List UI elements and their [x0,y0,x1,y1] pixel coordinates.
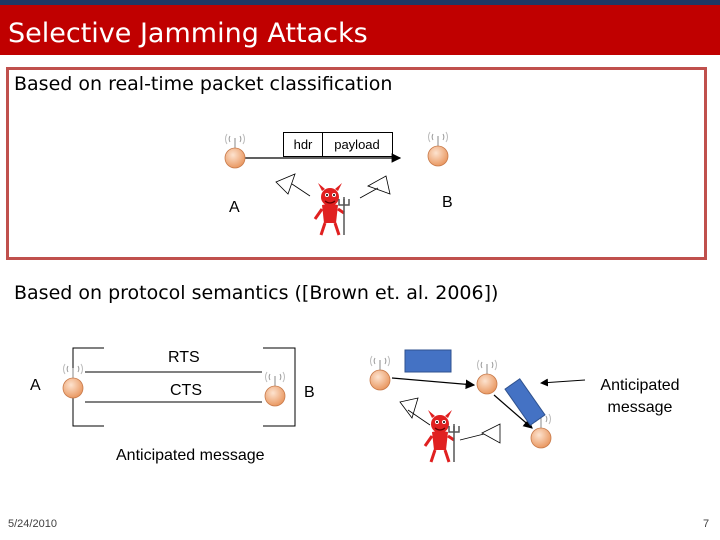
sensor-node-icon [476,359,498,395]
section2-heading: Based on protocol semantics ([Brown et. … [14,282,499,304]
anticipated-message-left: Anticipated message [116,447,265,464]
message-block [504,378,546,426]
signal-cone-icon [459,423,501,444]
anticipated-arrow [540,378,586,387]
bottom-node-a-label: A [30,377,41,394]
link-arrow [493,394,533,429]
link-arrow [391,377,476,390]
message-block [404,349,452,373]
sensor-node-icon [224,133,246,169]
sensor-node-icon [264,371,286,407]
footer-date: 5/24/2010 [8,518,57,530]
bottom-node-b-label: B [304,384,315,401]
sensor-node-icon [62,363,84,399]
node-a-label: A [229,199,240,216]
devil-jammer-icon [423,408,461,464]
section1-heading: Based on real-time packet classification [14,73,393,95]
rts-label: RTS [168,349,200,366]
cts-label: CTS [170,382,202,399]
sensor-node-icon [427,131,449,167]
packet-header-field: hdr [284,133,323,156]
node-b-label: B [442,194,453,211]
page-number: 7 [703,518,710,530]
title-bar: Selective Jamming Attacks [0,5,720,55]
devil-jammer-icon [313,181,351,237]
sensor-node-icon [369,355,391,391]
anticipated-message-right: Anticipated message [600,377,680,416]
packet-classification-box [6,67,707,260]
node-b-bracket [263,347,296,427]
signal-cone-icon [359,175,391,199]
signal-cone-icon [275,173,311,197]
slide-title: Selective Jamming Attacks [8,18,368,49]
packet-diagram: hdr payload [283,132,393,157]
top-accent-line [0,0,720,5]
packet-payload-field: payload [334,137,380,152]
signal-cone-icon [399,397,431,426]
